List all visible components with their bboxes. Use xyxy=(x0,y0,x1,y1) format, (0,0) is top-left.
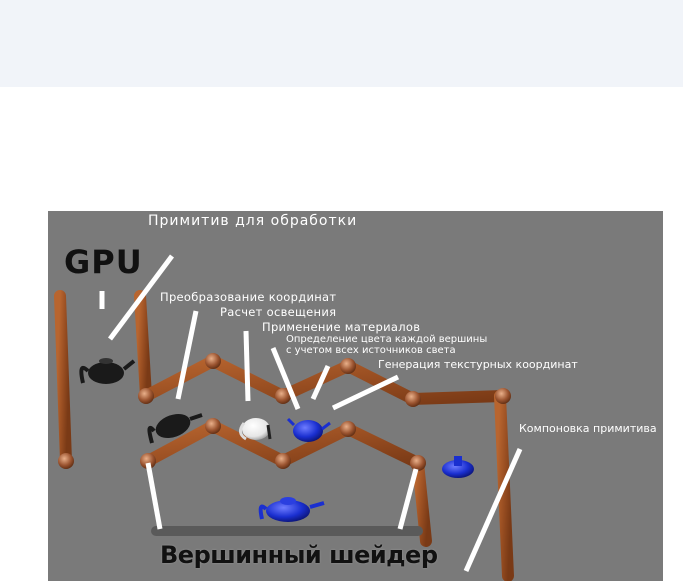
label-materials: Применение материалов xyxy=(262,320,421,334)
label-coord-transform: Преобразование координат xyxy=(160,290,337,304)
pointer-vertex-color xyxy=(310,364,331,401)
pointer-texcoord xyxy=(331,374,400,411)
teapot-blue-output-icon xyxy=(442,456,474,478)
pointer-coord-transform xyxy=(175,310,199,400)
label-vertex-color-line1: Определение цвета каждой вершины xyxy=(286,334,488,345)
pointer-lines xyxy=(99,254,523,573)
pipeline-graphics xyxy=(54,254,523,581)
bolt-set xyxy=(58,353,511,471)
label-texcoord: Генерация текстурных координат xyxy=(378,358,578,371)
label-primitive-assembly: Компоновка примитива xyxy=(519,422,657,435)
teapot-blue-assembled-icon xyxy=(258,497,325,522)
pointer-shader-left xyxy=(145,462,163,530)
pointer-materials xyxy=(270,347,301,410)
label-primitive: Примитив для обработки xyxy=(148,213,358,229)
pointer-shader-right xyxy=(397,468,419,530)
teapot-blue-material-icon xyxy=(286,417,331,442)
label-vertex-color: Определение цвета каждой вершины с учето… xyxy=(286,334,487,356)
pointer-lighting xyxy=(243,330,251,402)
header-band xyxy=(0,0,683,87)
teapot-black-transformed-icon xyxy=(147,413,203,444)
label-vertex-shader: Вершинный шейдер xyxy=(160,541,438,569)
pipeline-diagram: Примитив для обработки GPU Преобразовани… xyxy=(48,211,663,581)
teapot-black-input-icon xyxy=(79,358,136,384)
teapot-white-lit-icon xyxy=(239,418,272,441)
label-vertex-color-line2: с учетом всех источников света xyxy=(286,345,456,356)
label-lighting: Расчет освещения xyxy=(220,305,337,319)
label-gpu: GPU xyxy=(64,243,143,281)
pointer-primitive-assembly xyxy=(463,447,523,573)
pointer-primitive xyxy=(107,254,175,341)
